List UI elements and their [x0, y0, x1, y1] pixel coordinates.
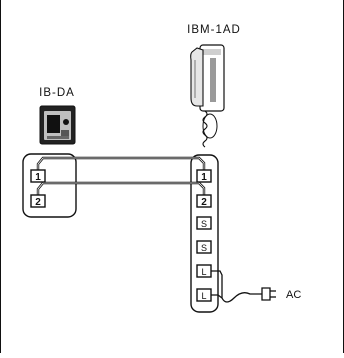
- door-terminal-2-label: 2: [35, 197, 41, 208]
- master-station-handset: [190, 44, 225, 148]
- master-terminal-3-label: S: [201, 219, 207, 229]
- master-terminal-1: 1: [196, 169, 212, 183]
- master-terminal-6: L: [196, 288, 212, 302]
- power-cord: [211, 270, 262, 303]
- door-station-label: IB-DA: [39, 87, 75, 99]
- wire-1: [36, 156, 206, 170]
- master-terminal-1-label: 1: [201, 172, 207, 183]
- power-label: AC: [286, 289, 301, 301]
- master-terminal-2-label: 2: [201, 197, 207, 208]
- door-terminal-2: 2: [30, 194, 46, 208]
- door-terminal-1: 1: [30, 169, 46, 183]
- door-terminal-1-label: 1: [35, 172, 41, 183]
- master-terminal-4: S: [196, 240, 212, 254]
- master-terminal-3: S: [196, 216, 212, 230]
- master-terminal-6-label: L: [201, 291, 206, 301]
- master-terminal-block: [190, 154, 219, 313]
- power-cord-branch: [211, 294, 223, 299]
- master-terminal-4-label: S: [201, 243, 207, 253]
- master-terminal-2: 2: [196, 194, 212, 208]
- master-terminal-5: L: [196, 264, 212, 278]
- ac-plug-icon: [261, 287, 276, 301]
- door-station-device: [39, 105, 76, 145]
- wire-2: [36, 181, 206, 195]
- master-station-label: IBM-1AD: [187, 24, 241, 36]
- door-terminal-block: [22, 153, 77, 218]
- master-terminal-5-label: L: [201, 267, 206, 277]
